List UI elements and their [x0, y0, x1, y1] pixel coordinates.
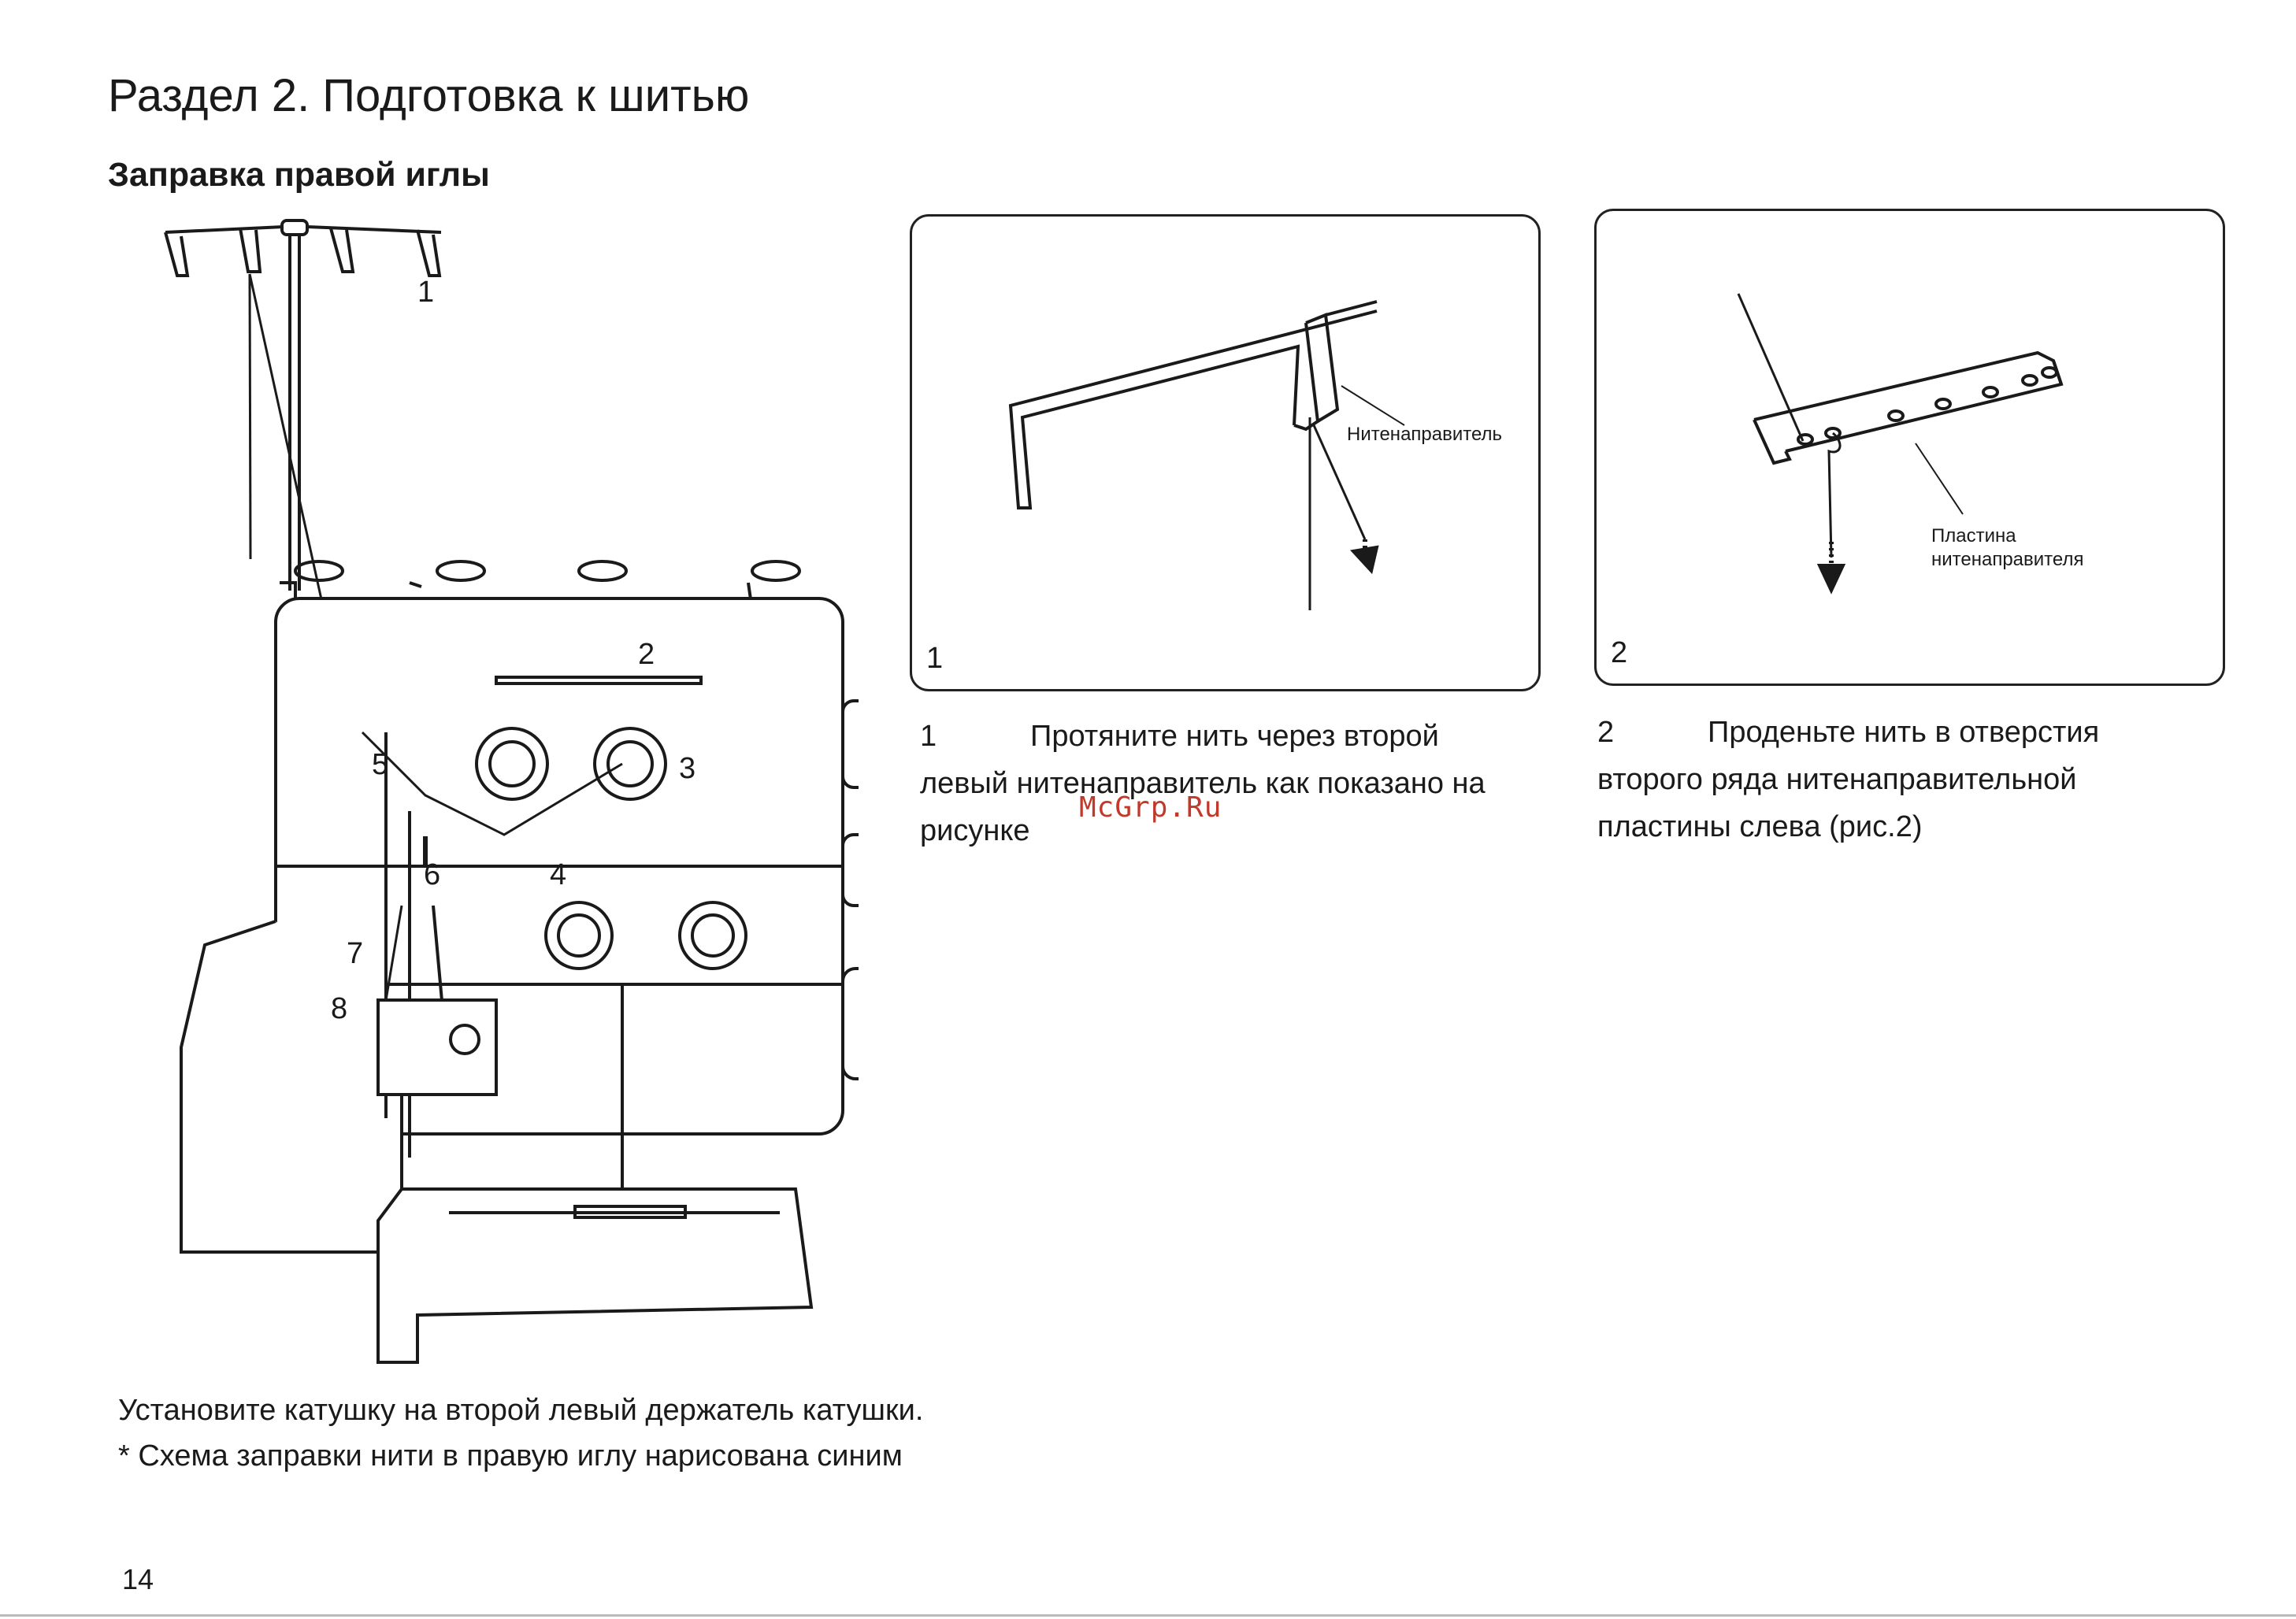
arrow-down-icon: [1816, 542, 1846, 595]
machine-callout: 8: [331, 992, 348, 1025]
machine-callout: 1: [417, 276, 435, 309]
panel-number: 1: [926, 642, 944, 675]
figure-panel-2: Пластина нитенаправителя 2: [1594, 209, 2225, 686]
step-number: 2: [1597, 716, 1615, 749]
panel-number: 2: [1611, 636, 1628, 669]
page-number: 14: [122, 1563, 154, 1595]
caption-note: * Схема заправки нити в правую иглу нари…: [118, 1439, 903, 1473]
section-title: Раздел 2. Подготовка к шитью: [108, 70, 750, 121]
machine-callout: 2: [638, 638, 655, 671]
machine-callout: 4: [550, 858, 567, 891]
machine-callout: 3: [679, 752, 696, 785]
thread-guide-plate-icon: [1753, 350, 2064, 465]
arrow-down-icon: [1350, 539, 1379, 575]
plate-label-line-2: нитенаправителя: [1931, 549, 2084, 570]
plate-label-line-1: Пластина: [1931, 525, 2016, 546]
figure-panel-1: Нитенаправитель 1: [910, 214, 1541, 691]
thread-guide-icon: [1008, 300, 1378, 509]
thread-stand-icon: [164, 219, 442, 591]
overlock-machine-illustration: 1 2 3 4 5 6 7 8: [150, 213, 876, 1394]
machine-callout: 6: [424, 858, 441, 891]
caption-spool: Установите катушку на второй левый держа…: [118, 1394, 924, 1427]
machine-callout: 7: [347, 937, 364, 970]
thread-guide-label: Нитенаправитель: [1347, 424, 1503, 445]
step-text: Проденьте нить в отверстия второго ряда …: [1597, 716, 2100, 843]
watermark-link[interactable]: McGrp.Ru: [1079, 791, 1222, 824]
step-text: Протяните нить через второй левый нитена…: [920, 720, 1486, 847]
machine-callout: 5: [372, 748, 389, 781]
subsection-title: Заправка правой иглы: [108, 156, 490, 194]
bottom-rule: [0, 1614, 2296, 1617]
step-number: 1: [920, 720, 937, 753]
